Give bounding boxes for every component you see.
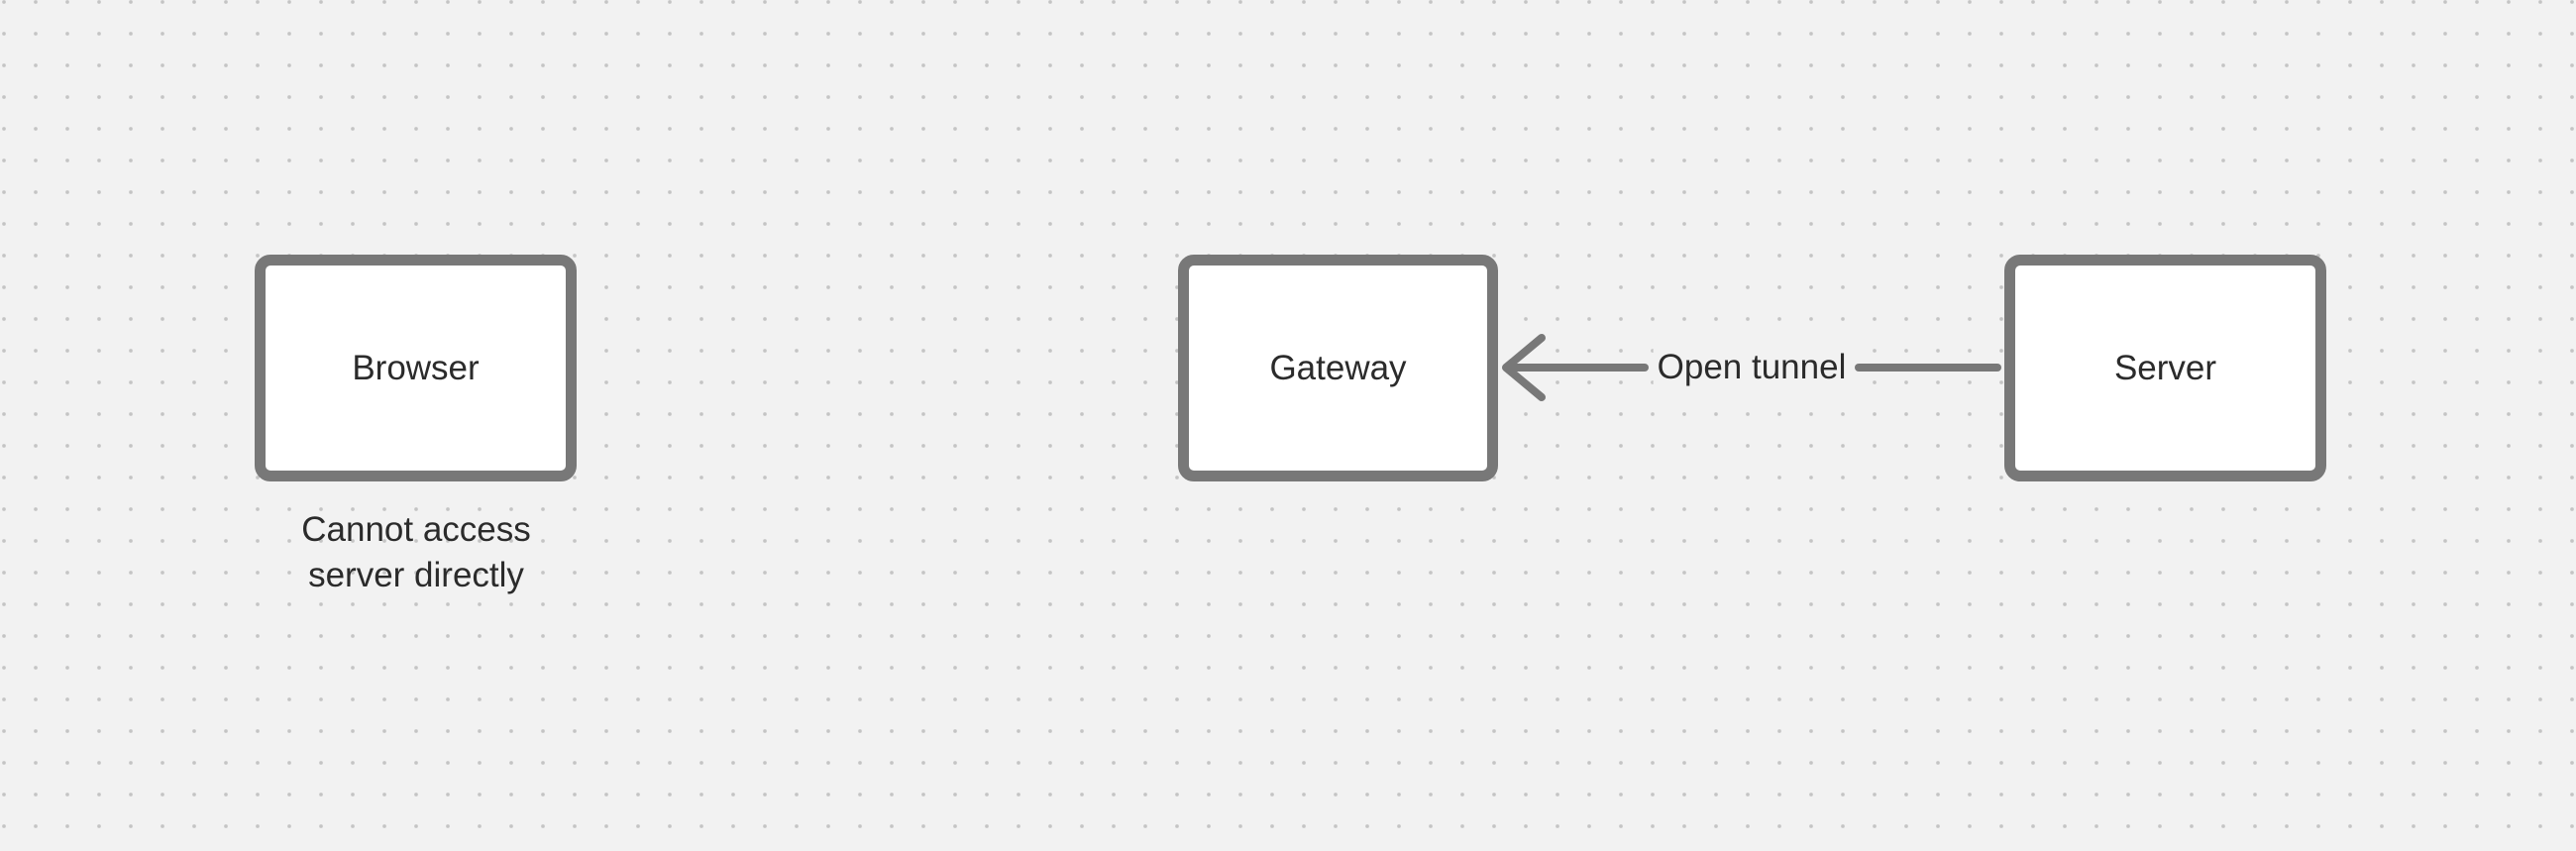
arrowhead-left-icon [1502, 334, 1546, 401]
browser-caption: Cannot access server directly [301, 507, 531, 598]
tunnel-arrow[interactable] [1486, 308, 2011, 427]
node-gateway[interactable]: Gateway [1178, 255, 1498, 481]
node-server[interactable]: Server [2004, 255, 2326, 481]
browser-caption-line-1: Cannot access [301, 510, 531, 549]
node-browser-label: Browser [352, 349, 480, 387]
tunnel-arrow-label[interactable]: Open tunnel [1653, 347, 1851, 388]
browser-caption-line-2: server directly [308, 556, 524, 594]
node-gateway-label: Gateway [1269, 349, 1407, 387]
node-server-label: Server [2113, 349, 2217, 387]
node-browser[interactable]: Browser [255, 255, 577, 481]
